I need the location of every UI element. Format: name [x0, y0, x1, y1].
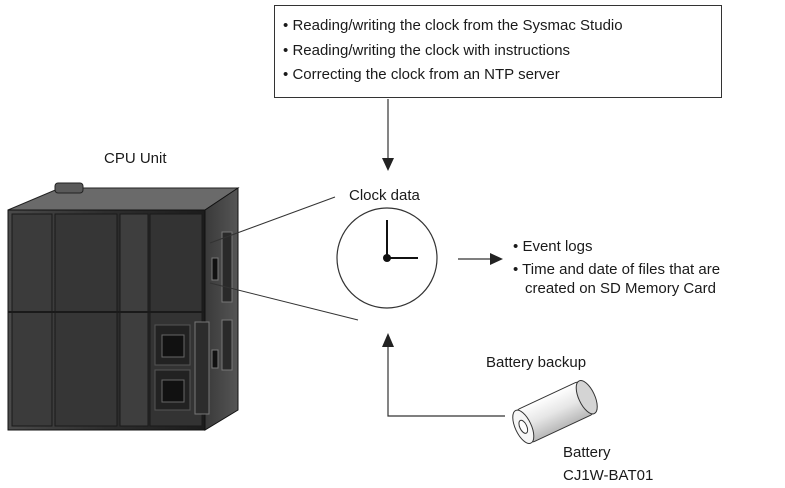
callout-line-top [209, 196, 336, 244]
arrow-battery-to-clock [382, 333, 505, 417]
battery-model-label: CJ1W-BAT01 [563, 467, 654, 484]
output-item-file-dates: • Time and date of files that are [513, 261, 721, 278]
cpu-unit-label: CPU Unit [104, 150, 167, 167]
clock-icon [336, 207, 438, 309]
battery-name-label: Battery [563, 444, 611, 461]
source-item: • Correcting the clock from an NTP serve… [283, 66, 560, 83]
clock-data-label: Clock data [349, 187, 420, 204]
cpu-unit-illustration [7, 182, 240, 431]
arrow-sources-to-clock [382, 99, 394, 171]
source-item: • Reading/writing the clock with instruc… [283, 42, 571, 59]
battery-backup-label: Battery backup [486, 354, 587, 371]
battery-icon [512, 380, 598, 444]
callout-line-bottom [209, 282, 359, 321]
arrow-clock-to-outputs [458, 253, 503, 265]
source-item: • Reading/writing the clock from the Sys… [283, 17, 623, 34]
output-item-file-dates-continuation: created on SD Memory Card [525, 280, 716, 297]
output-item-event-logs: • Event logs [513, 238, 593, 255]
clock-sources-box: • Reading/writing the clock from the Sys… [274, 5, 722, 98]
